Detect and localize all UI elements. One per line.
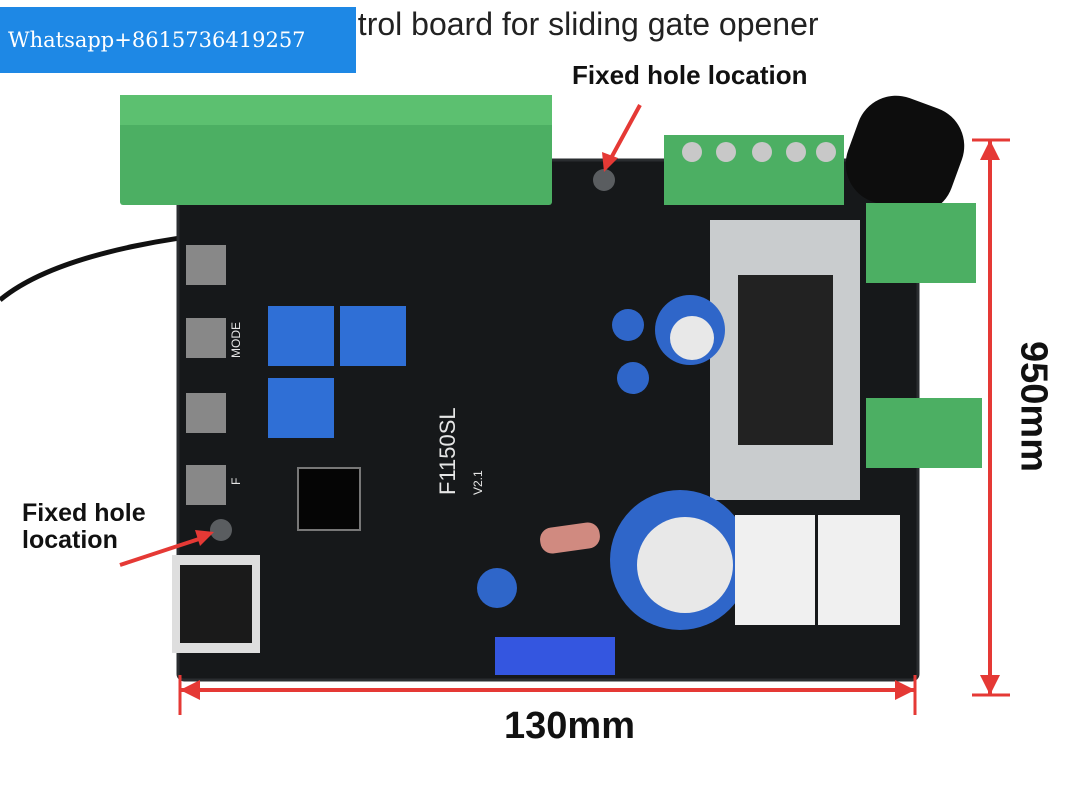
label-f: F [229, 478, 243, 485]
fuse-holder [845, 95, 965, 215]
terminal-block-right-2 [866, 398, 982, 468]
fixed-hole-left [210, 519, 232, 541]
button-mode [186, 318, 226, 358]
arrow-left [119, 535, 206, 567]
pot-speed [268, 378, 334, 438]
capacitor-small-1 [612, 309, 644, 341]
board-version: V2.1 [471, 470, 485, 495]
button-f [186, 465, 226, 505]
watermark-banner: Whatsapp+8615736419257 [0, 7, 356, 73]
height-dimension-label: 950mm [1012, 341, 1055, 472]
board-model: F1150SL [435, 407, 460, 495]
width-dimension-line [178, 675, 917, 715]
relay-2 [818, 515, 900, 625]
capacitor-small-2 [617, 362, 649, 394]
arrow-top [608, 104, 642, 161]
fixed-hole-left-label: Fixed hole location [22, 500, 182, 554]
fixed-hole-top [593, 169, 615, 191]
fixed-hole-top-label: Fixed hole location [572, 60, 808, 90]
power-resistor [540, 522, 600, 554]
blade-fuse [495, 637, 615, 675]
height-dimension-line [972, 138, 1010, 697]
terminal-block-top [120, 95, 552, 205]
label-mode: MODE [229, 322, 243, 358]
terminal-block-right-1 [866, 203, 976, 283]
fixed-hole-left-line1: Fixed hole [22, 499, 146, 527]
button-1 [186, 245, 226, 285]
button-2 [186, 393, 226, 433]
pot-sens [268, 306, 334, 366]
capacitor-small-3 [477, 568, 517, 608]
fixed-hole-left-line2: location [22, 526, 118, 554]
width-dimension-label: 130mm [504, 705, 635, 747]
pot-time [340, 306, 406, 366]
microcontroller-chip [297, 467, 361, 531]
page-title: ntrol board for sliding gate opener [340, 6, 819, 42]
relay-1 [735, 515, 815, 625]
